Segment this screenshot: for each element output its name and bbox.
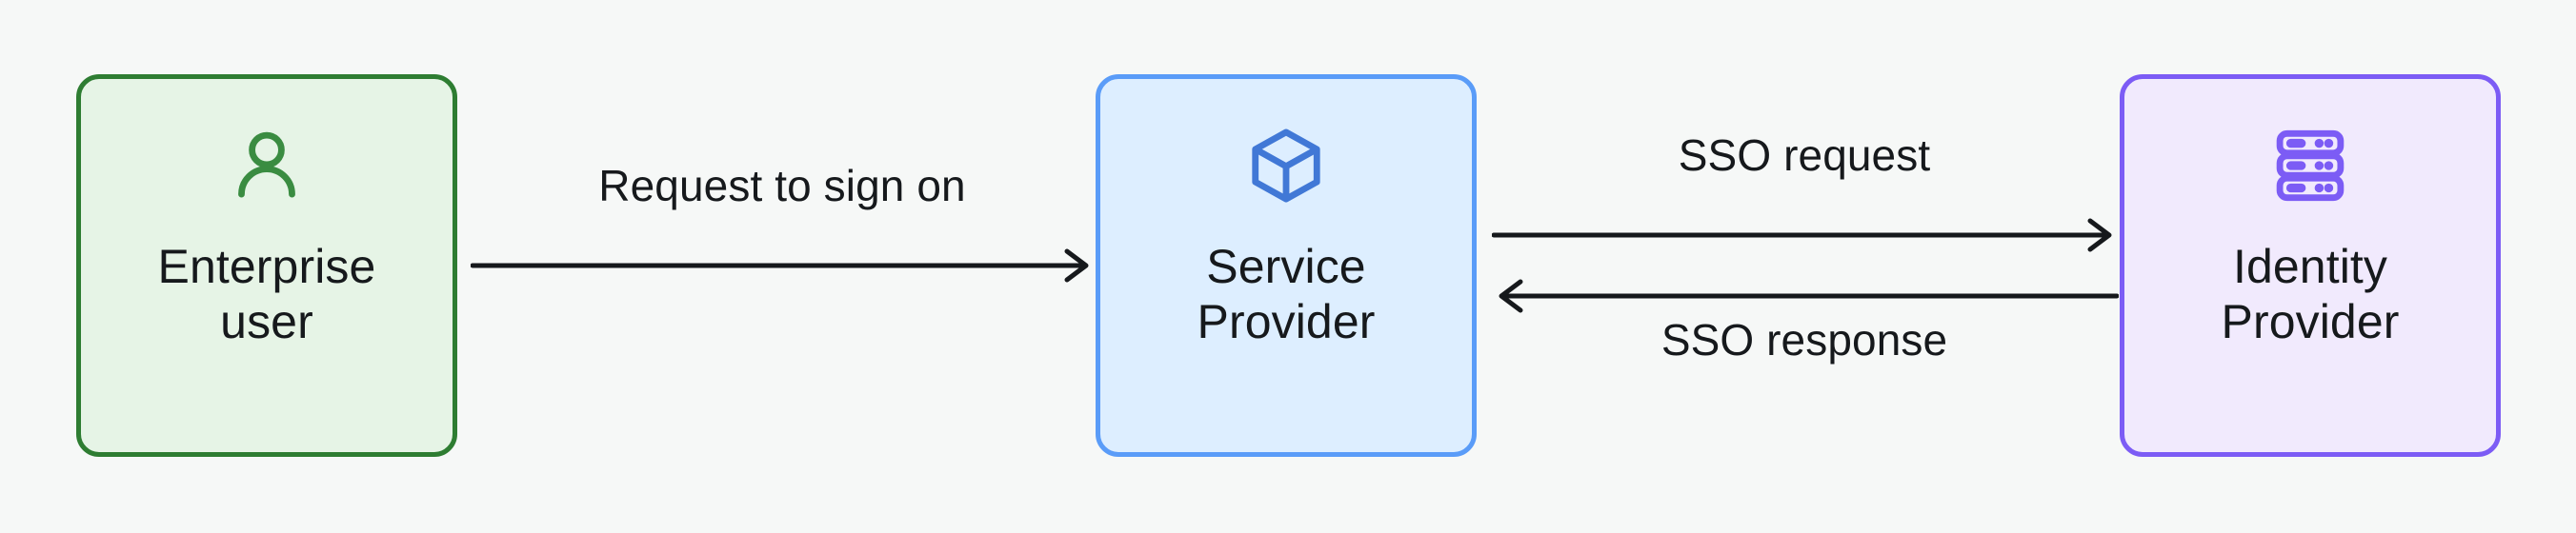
arrow-left-glyph — [1499, 279, 2119, 313]
node-label-enterprise-user: Enterprise user — [157, 240, 376, 348]
server-rack-icon — [2276, 129, 2345, 202]
node-service-provider[interactable]: Service Provider — [1096, 74, 1477, 457]
arrow-right-glyph — [471, 248, 1089, 283]
edge-arrow-sso-request — [1492, 215, 2119, 255]
edge-arrow-request-signon — [471, 246, 1096, 286]
node-identity-provider[interactable]: Identity Provider — [2120, 74, 2501, 457]
edge-label-request-signon: Request to sign on — [598, 161, 966, 210]
user-icon — [238, 131, 295, 198]
arrow-right-glyph — [1492, 218, 2112, 252]
node-label-identity-provider: Identity Provider — [2221, 240, 2400, 348]
node-label-service-provider: Service Provider — [1197, 240, 1376, 348]
node-enterprise-user[interactable]: Enterprise user — [76, 74, 457, 457]
cube-icon — [1252, 128, 1320, 203]
edge-arrow-sso-response — [1492, 276, 2119, 316]
edge-label-sso-response: SSO response — [1660, 315, 1948, 365]
edge-label-sso-request: SSO request — [1678, 130, 1931, 180]
